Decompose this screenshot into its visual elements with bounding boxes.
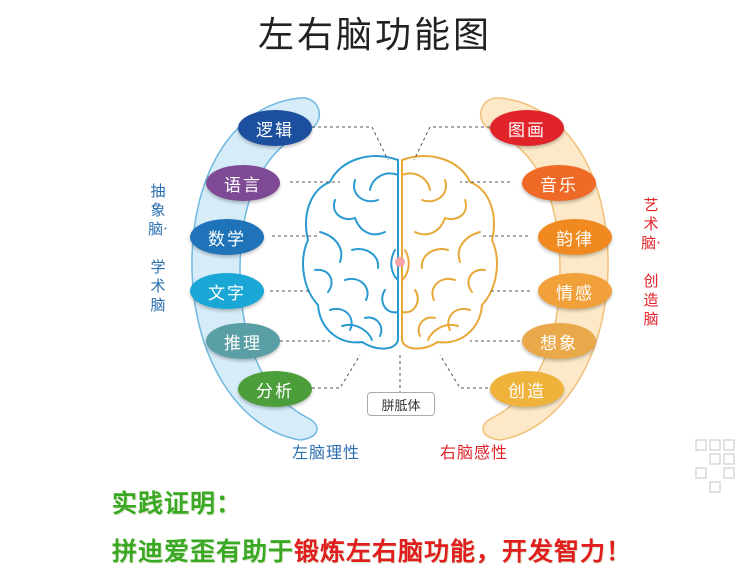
right-item-creation: 创造	[490, 371, 564, 407]
right-vertical-label-2: 创造脑	[643, 272, 659, 328]
page-title: 左右脑功能图	[257, 15, 492, 56]
left-brain-caption: 左脑理性	[292, 443, 361, 462]
right-hemisphere	[401, 155, 498, 350]
right-vertical-label-1: 艺术脑·	[641, 196, 661, 252]
right-item-rhythm: 韵律	[538, 219, 612, 255]
left-connectors	[270, 126, 401, 392]
corpus-callosum-label: 胼胝体	[367, 392, 435, 416]
right-item-painting: 图画	[490, 110, 564, 146]
decorative-squares	[695, 439, 735, 493]
right-item-music: 音乐	[522, 165, 596, 201]
left-item-reasoning: 推理	[206, 323, 280, 359]
right-brain-caption: 右脑感性	[440, 443, 509, 462]
slogan-line-2-green: 拼迪爱歪有助于	[112, 537, 295, 566]
slogan-line-1: 实践证明：	[112, 489, 243, 518]
left-vertical-label-1: 抽象脑·	[148, 182, 168, 238]
left-item-analysis: 分析	[238, 371, 312, 407]
midline-node	[395, 257, 405, 267]
left-item-language: 语言	[206, 165, 280, 201]
left-item-logic: 逻辑	[238, 110, 312, 146]
right-item-emotion: 情感	[538, 273, 612, 309]
left-vertical-label-2: 学术脑	[150, 258, 166, 314]
left-hemisphere	[302, 155, 399, 350]
left-item-writing: 文字	[190, 273, 264, 309]
right-item-imagination: 想象	[522, 323, 596, 359]
slogan-line-2: 拼迪爱歪有助于锻炼左右脑功能，开发智力！	[112, 532, 632, 568]
left-item-math: 数学	[190, 219, 264, 255]
right-connectors	[413, 126, 530, 389]
slogan-line-2-red: 锻炼左右脑功能，开发智力！	[294, 537, 633, 566]
